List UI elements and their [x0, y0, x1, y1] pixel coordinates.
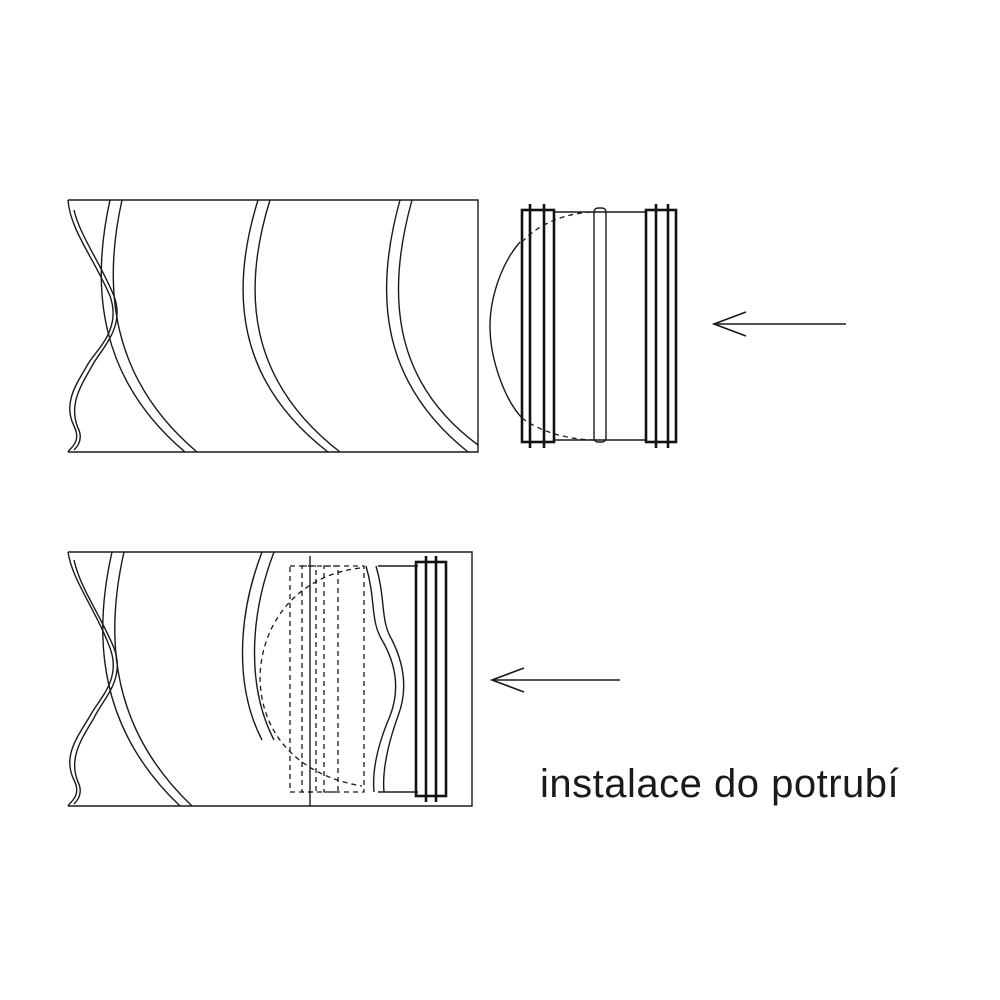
- top-arrow: [711, 311, 846, 337]
- bottom-arrow: [489, 667, 620, 693]
- top-spiral-duct: [67, 199, 479, 453]
- caption-text: instalace do potrubí: [540, 762, 900, 806]
- bottom-fitting-installed: [259, 556, 448, 806]
- bottom-spiral-duct: [67, 551, 473, 807]
- top-fitting: [489, 204, 678, 448]
